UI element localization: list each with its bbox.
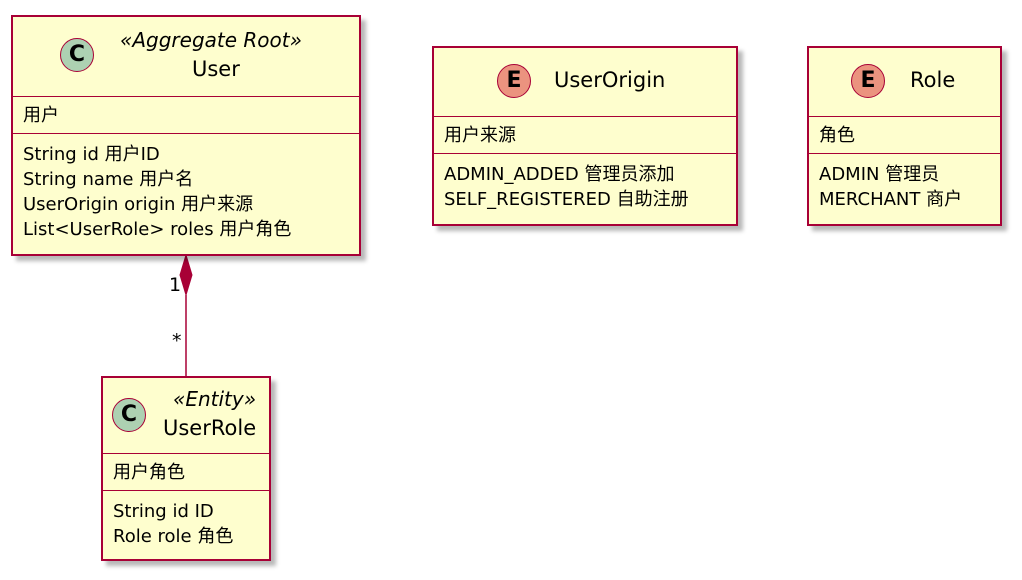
enum-user-origin-header: E UserOrigin: [434, 48, 736, 117]
field: String id 用户ID: [23, 144, 160, 165]
field: String name 用户名: [23, 169, 194, 190]
enum-role-description: 角色: [809, 117, 1000, 154]
multiplicity-one: 1: [169, 274, 182, 296]
class-badge-icon: C: [60, 38, 94, 72]
class-user-role-stereotype: «Entity»: [173, 387, 257, 411]
enum-value: ADMIN_ADDED 管理员添加: [444, 164, 675, 185]
class-user-role-fields: String id ID Role role 角色: [103, 491, 269, 553]
multiplicity-many: *: [172, 330, 182, 352]
class-badge-icon: C: [112, 398, 146, 432]
enum-role-values: ADMIN 管理员 MERCHANT 商户: [809, 154, 1000, 216]
class-user-description: 用户: [13, 97, 359, 134]
field: UserOrigin origin 用户来源: [23, 194, 254, 215]
class-user-stereotype: «Aggregate Root»: [120, 28, 302, 52]
class-user-role[interactable]: C «Entity» UserRole 用户角色 String id ID Ro…: [101, 376, 271, 561]
class-user-fields: String id 用户ID String name 用户名 UserOrigi…: [13, 134, 359, 246]
field: Role role 角色: [113, 526, 234, 547]
enum-value: MERCHANT 商户: [819, 189, 963, 210]
enum-badge-icon: E: [851, 64, 885, 98]
enum-role-header: E Role: [809, 48, 1000, 117]
enum-role-name: Role: [910, 68, 956, 92]
class-user-header: C «Aggregate Root» User: [13, 17, 359, 97]
enum-role[interactable]: E Role 角色 ADMIN 管理员 MERCHANT 商户: [807, 46, 1002, 226]
enum-user-origin[interactable]: E UserOrigin 用户来源 ADMIN_ADDED 管理员添加 SELF…: [432, 46, 738, 226]
field: List<UserRole> roles 用户角色: [23, 219, 292, 240]
class-user-name: User: [192, 57, 240, 81]
enum-user-origin-values: ADMIN_ADDED 管理员添加 SELF_REGISTERED 自助注册: [434, 154, 736, 216]
class-user-role-description: 用户角色: [103, 454, 269, 491]
field: String id ID: [113, 501, 214, 522]
enum-user-origin-description: 用户来源: [434, 117, 736, 154]
class-user[interactable]: C «Aggregate Root» User 用户 String id 用户I…: [11, 15, 361, 256]
composition-diamond: [179, 253, 193, 297]
enum-value: ADMIN 管理员: [819, 164, 940, 185]
enum-badge-icon: E: [497, 64, 531, 98]
enum-user-origin-name: UserOrigin: [554, 68, 666, 92]
class-user-role-header: C «Entity» UserRole: [103, 378, 269, 454]
enum-value: SELF_REGISTERED 自助注册: [444, 189, 689, 210]
class-user-role-name: UserRole: [163, 416, 257, 440]
